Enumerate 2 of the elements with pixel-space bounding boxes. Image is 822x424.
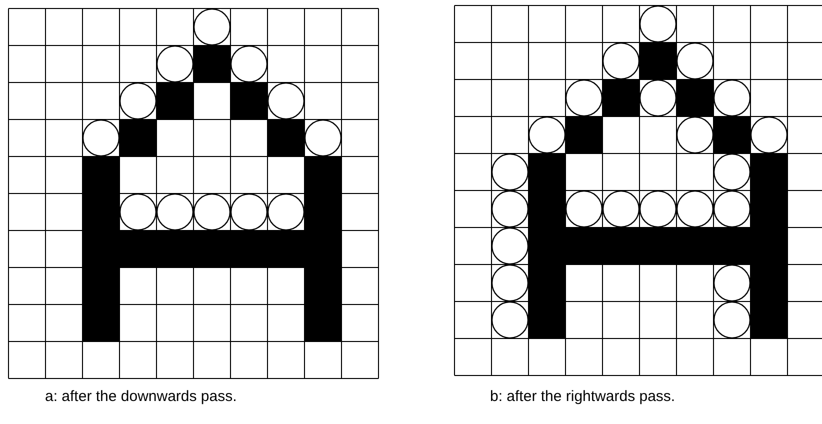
figure-caption: a: after the downwards pass. bbox=[45, 387, 237, 407]
figure-caption: b: after the rightwards pass. bbox=[490, 387, 676, 407]
